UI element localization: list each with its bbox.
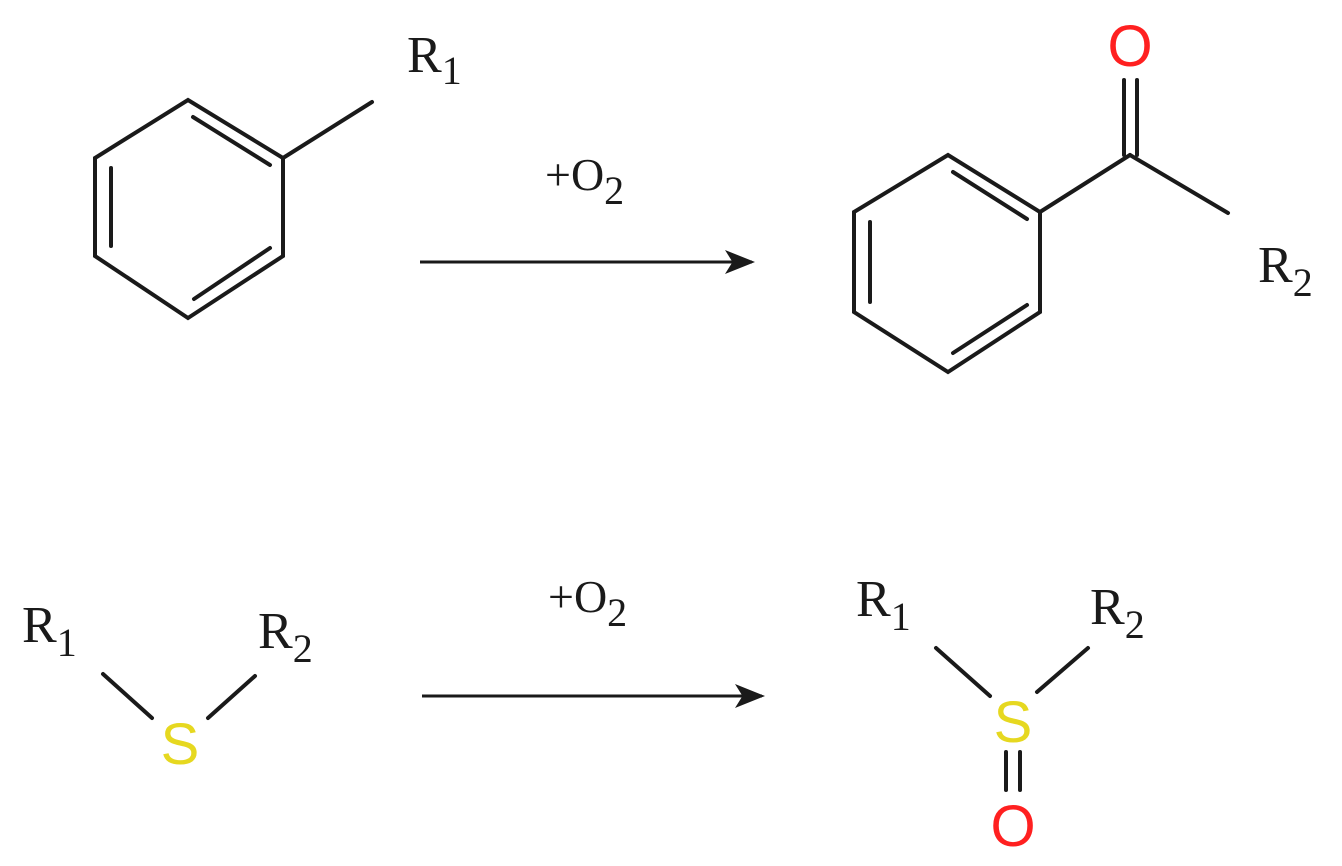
reaction-1: R1 +O2 O R2	[93, 14, 1313, 375]
r2-label: R2	[1258, 237, 1313, 305]
sulfoxide-oxygen-label: O	[990, 794, 1035, 859]
benzene-ring-1	[93, 97, 285, 321]
product-2-sulfoxide: R1 R2 S O	[856, 571, 1145, 859]
reagent-o2-label-1: +O2	[545, 149, 624, 213]
product-1-ketone: O R2	[852, 14, 1313, 375]
carbonyl-carbon-bond	[1038, 153, 1132, 214]
inner-double-bond-1b	[191, 115, 272, 167]
sulfoxide-right-bond	[1035, 646, 1090, 694]
r1-label: R1	[407, 27, 462, 93]
sulfoxide-sulfur-label: S	[994, 690, 1033, 755]
inner-double-bond-2b	[951, 170, 1029, 221]
thioether-left-bond	[101, 672, 154, 720]
inner-double-bond-2c	[951, 303, 1029, 355]
carbonyl-oxygen-label: O	[1107, 14, 1152, 79]
sulfoxide-r1-label: R1	[856, 571, 911, 639]
sulfoxide-r2-label: R2	[1090, 579, 1145, 647]
reaction-2: R1 R2 S +O2 R1 R2 S O	[22, 571, 1145, 859]
reactant-2-thioether: R1 R2 S	[22, 597, 313, 777]
inner-double-bond-1c	[192, 246, 272, 301]
sulfoxide-left-bond	[934, 646, 992, 698]
thioether-r1-label: R1	[22, 597, 77, 665]
thioether-right-bond	[206, 674, 257, 720]
reagent-o2-label-2: +O2	[548, 571, 627, 635]
thioether-r2-label: R2	[258, 603, 313, 671]
benzene-ring-2	[852, 152, 1042, 375]
thioether-sulfur-label: S	[161, 712, 200, 777]
r2-bond	[1128, 153, 1230, 215]
reactant-1-benzene: R1	[93, 27, 462, 321]
r1-bond	[281, 100, 374, 160]
